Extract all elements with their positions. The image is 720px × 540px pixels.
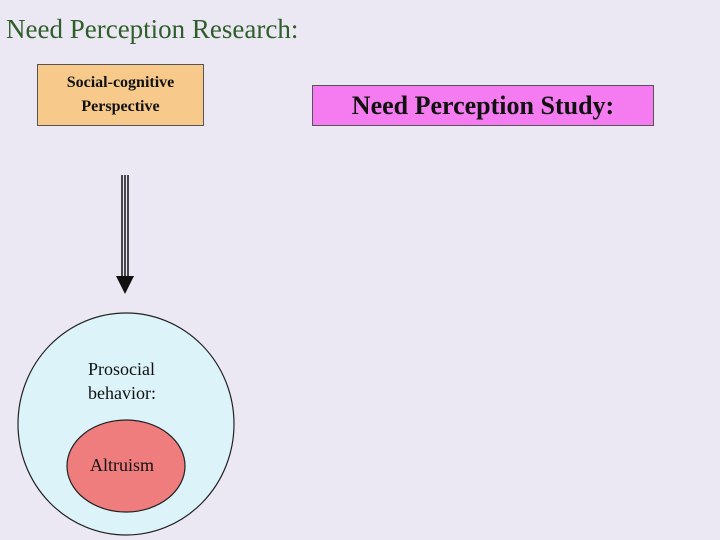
altruism-circle <box>66 419 186 513</box>
social-box-line1: Social-cognitive <box>66 74 175 91</box>
prosocial-label: Prosocial behavior: <box>88 357 156 405</box>
prosocial-line2: behavior: <box>88 383 156 403</box>
slide-title: Need Perception Research: <box>6 14 299 44</box>
prosocial-line1: Prosocial <box>88 359 155 379</box>
altruism-label: Altruism <box>90 455 155 475</box>
need-perception-study-box: Need Perception Study: <box>312 85 654 126</box>
social-box-line2: Perspective <box>81 98 160 115</box>
arrow-head <box>116 276 134 294</box>
down-arrow <box>116 175 134 294</box>
social-cognitive-box: Social-cognitive Perspective <box>37 64 204 126</box>
